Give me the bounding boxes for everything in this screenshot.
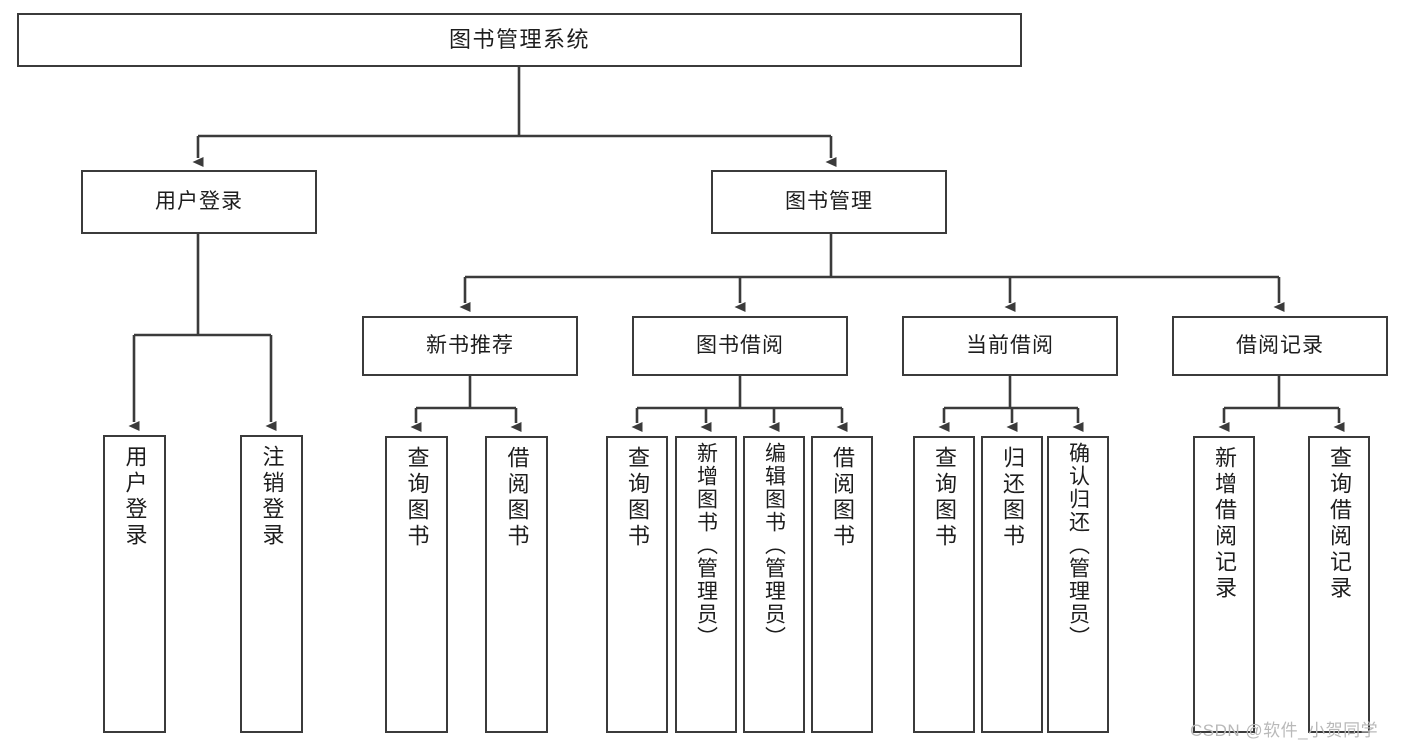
leaf-current-return-book[interactable]: 归还图书 [981, 436, 1043, 733]
leaf-newbook-borrow-book[interactable]: 借阅图书 [485, 436, 548, 733]
node-label: 新书推荐 [426, 334, 514, 358]
node-book-management[interactable]: 图书管理 [711, 170, 947, 234]
node-label: 查询图书 [404, 446, 430, 550]
node-label: 用户登录 [122, 445, 148, 549]
node-label: 图书管理 [785, 190, 873, 214]
node-label: 借阅图书 [830, 446, 855, 550]
node-new-book-recommend[interactable]: 新书推荐 [362, 316, 578, 376]
leaf-borrow-edit-book-admin[interactable]: 编辑图书（管理员） [743, 436, 805, 733]
node-label: 借阅图书 [504, 446, 530, 550]
node-label: 查询借阅记录 [1327, 446, 1352, 602]
leaf-user-logout[interactable]: 注销登录 [240, 435, 303, 733]
leaf-user-login[interactable]: 用户登录 [103, 435, 166, 733]
leaf-record-add-record[interactable]: 新增借阅记录 [1193, 436, 1255, 733]
node-label: 查询图书 [932, 446, 957, 550]
leaf-borrow-query-book[interactable]: 查询图书 [606, 436, 668, 733]
node-label: 当前借阅 [966, 334, 1054, 358]
node-borrow-record[interactable]: 借阅记录 [1172, 316, 1388, 376]
node-label: 归还图书 [1000, 446, 1025, 550]
node-label: 确认归还（管理员） [1066, 442, 1090, 649]
leaf-borrow-add-book-admin[interactable]: 新增图书（管理员） [675, 436, 737, 733]
node-label: 用户登录 [155, 190, 243, 214]
node-current-borrow[interactable]: 当前借阅 [902, 316, 1118, 376]
node-book-borrow[interactable]: 图书借阅 [632, 316, 848, 376]
leaf-borrow-borrow-book[interactable]: 借阅图书 [811, 436, 873, 733]
leaf-record-query-record[interactable]: 查询借阅记录 [1308, 436, 1370, 733]
node-label: 新增借阅记录 [1212, 446, 1237, 602]
node-label: 编辑图书（管理员） [762, 442, 786, 649]
node-label: 借阅记录 [1236, 334, 1324, 358]
node-label: 注销登录 [259, 445, 285, 549]
node-root-system[interactable]: 图书管理系统 [17, 13, 1022, 67]
node-label: 新增图书（管理员） [694, 442, 718, 649]
leaf-current-confirm-return-admin[interactable]: 确认归还（管理员） [1047, 436, 1109, 733]
node-label: 查询图书 [625, 446, 650, 550]
node-user-login[interactable]: 用户登录 [81, 170, 317, 234]
node-label: 图书借阅 [696, 334, 784, 358]
watermark: CSDN @软件_小贺同学 [1190, 721, 1379, 740]
leaf-newbook-query-book[interactable]: 查询图书 [385, 436, 448, 733]
node-label: 图书管理系统 [448, 26, 590, 52]
leaf-current-query-book[interactable]: 查询图书 [913, 436, 975, 733]
